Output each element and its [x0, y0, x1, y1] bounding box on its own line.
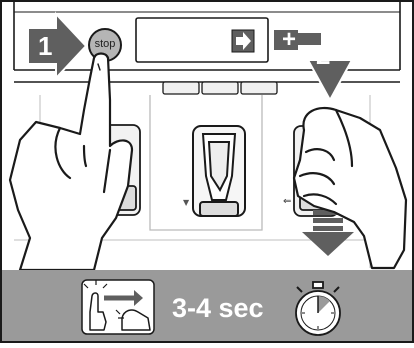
stop-button-label: stop [90, 37, 120, 51]
step-two-plus: + [282, 27, 296, 53]
svg-text:⇐: ⇐ [283, 196, 291, 207]
step-two-number: 2 [316, 42, 330, 68]
step-one-number: 1 [38, 33, 52, 59]
duration-label: 3-4 sec [172, 292, 264, 324]
center-lever [193, 126, 245, 216]
svg-text:▼: ▼ [183, 198, 190, 207]
display-arrow-icon [232, 30, 254, 52]
two-hands-icon [82, 280, 154, 334]
